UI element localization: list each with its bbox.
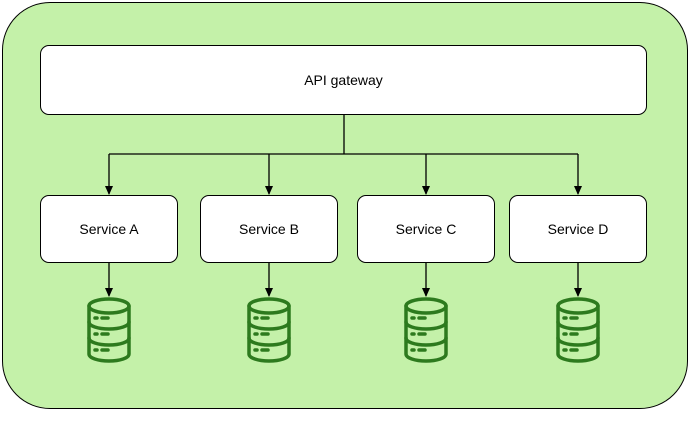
database-icon[interactable] xyxy=(403,297,449,363)
service-d-label: Service D xyxy=(547,221,609,237)
service-c-label: Service C xyxy=(395,221,457,237)
service-b-box[interactable]: Service B xyxy=(200,195,338,263)
service-b-label: Service B xyxy=(239,221,299,237)
api-gateway-label: API gateway xyxy=(304,72,383,88)
database-icon[interactable] xyxy=(86,297,132,363)
service-a-box[interactable]: Service A xyxy=(40,195,178,263)
service-a-label: Service A xyxy=(79,221,139,237)
api-gateway-box[interactable]: API gateway xyxy=(40,45,647,115)
database-icon[interactable] xyxy=(555,297,601,363)
database-icon[interactable] xyxy=(246,297,292,363)
service-d-box[interactable]: Service D xyxy=(509,195,647,263)
service-c-box[interactable]: Service C xyxy=(357,195,495,263)
